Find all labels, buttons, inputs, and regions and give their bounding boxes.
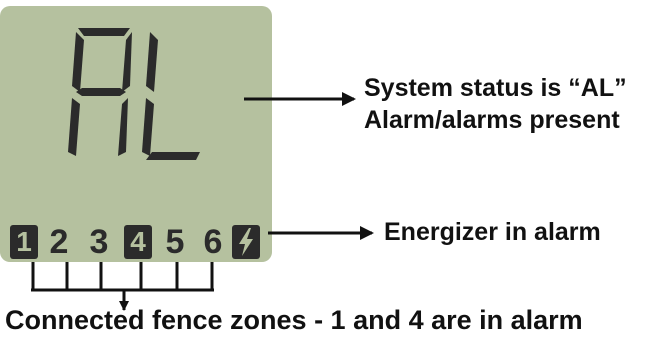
zone-indicator-row: 1 2 3 4 5 6 [10, 222, 272, 266]
energizer-alarm-indicator [232, 225, 260, 259]
zone-2-indicator: 2 [49, 223, 69, 261]
status-segment-display [68, 28, 200, 160]
zones-annotation: Connected fence zones - 1 and 4 are in a… [5, 305, 583, 335]
zone-1-indicator: 1 [10, 225, 38, 259]
segment-letter-l [142, 32, 200, 160]
zone-5-indicator: 5 [165, 223, 185, 261]
zone-6-indicator: 6 [203, 223, 223, 261]
zone-3-indicator: 3 [89, 223, 109, 261]
status-annotation-line1: System status is “AL” [364, 74, 627, 102]
segment-letter-a [68, 28, 132, 156]
zone-bracket [31, 262, 214, 292]
status-annotation: System status is “AL” Alarm/alarms prese… [364, 72, 627, 136]
status-annotation-line2: Alarm/alarms present [364, 106, 620, 134]
energizer-annotation: Energizer in alarm [384, 218, 601, 246]
lightning-bolt-icon [239, 228, 253, 256]
lcd-display: 1 2 3 4 5 6 [0, 6, 272, 262]
zone-4-indicator: 4 [124, 225, 152, 259]
